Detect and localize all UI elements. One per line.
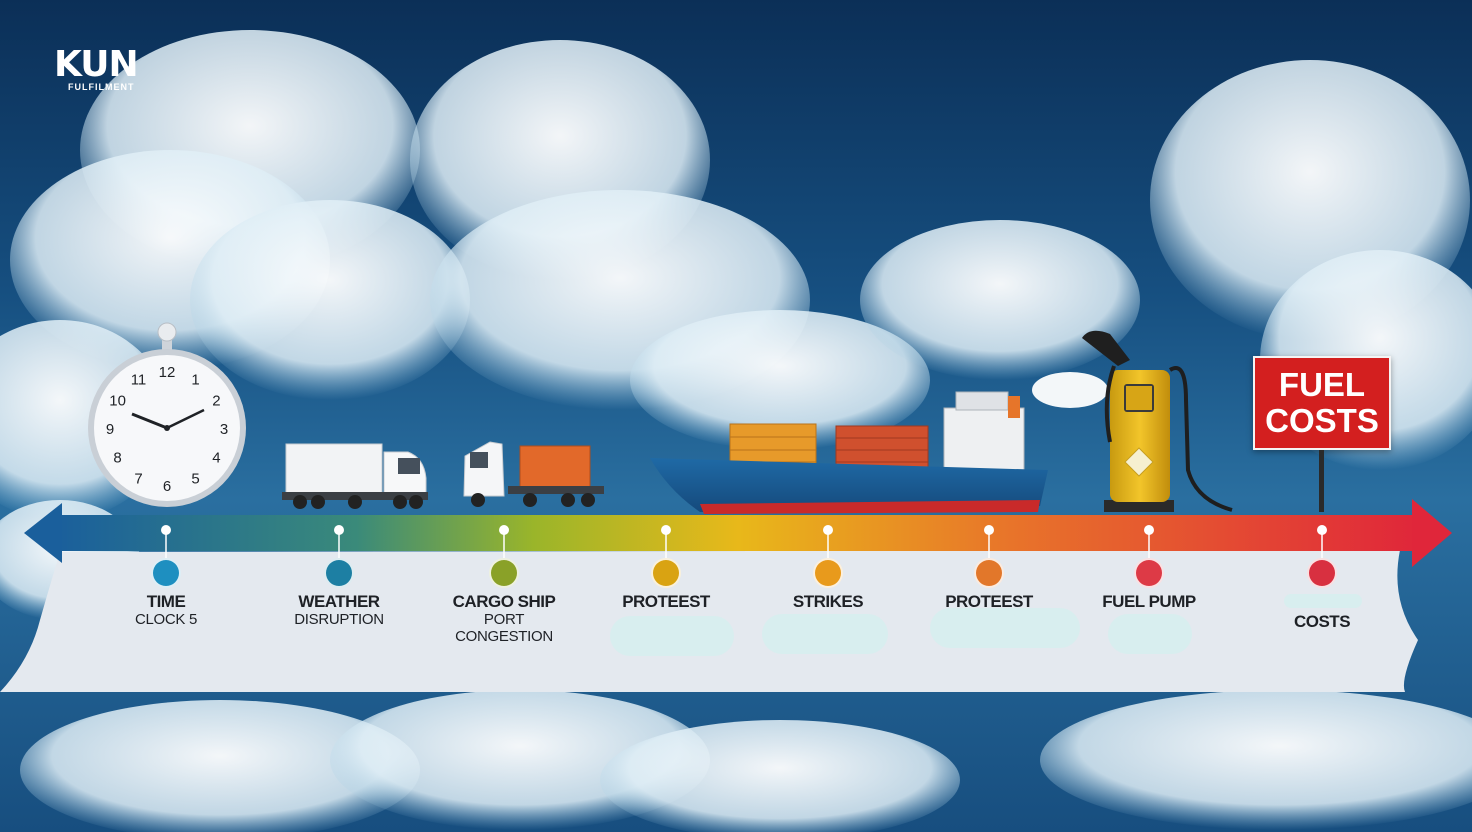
pin-dot [1144, 525, 1154, 535]
logo-subtext: FULFILMENT [68, 82, 135, 92]
truck-right [463, 441, 604, 507]
pin-dot [984, 525, 994, 535]
timeline-label-line1: PROTEEST [945, 592, 1033, 611]
clock-number: 8 [113, 450, 121, 467]
blur-pill [930, 608, 1080, 648]
sign-line2: COSTS [1265, 402, 1379, 439]
clock-number: 4 [212, 450, 220, 467]
timeline-label: STRIKES [792, 592, 864, 611]
blur-pill [762, 614, 888, 654]
timeline-label-line1: TIME [146, 592, 186, 611]
pin-dot [661, 525, 671, 535]
clock-number: 9 [106, 421, 114, 438]
fuel-pump-icon [1134, 558, 1164, 588]
timeline-label-line1: CARGO SHIP [452, 592, 556, 611]
brand-logo: KUN FULFILMENT [54, 44, 139, 93]
logo-text: KUN [54, 44, 139, 85]
clock-number: 5 [191, 470, 199, 487]
blur-pill [610, 616, 734, 656]
blur-pill [1284, 594, 1362, 608]
pin-dot [499, 525, 509, 535]
timeline-label-line1: PROTEEST [622, 592, 710, 611]
timeline-pins [161, 525, 1327, 558]
cloud-icon [324, 558, 354, 588]
clock-number: 3 [220, 421, 228, 438]
truck-left [282, 443, 428, 509]
protest-icon [974, 558, 1004, 588]
timeline-label-line2: CLOCK 5 [134, 611, 198, 628]
clock-number: 11 [131, 372, 147, 389]
pin-dot [1317, 525, 1327, 535]
timeline-label-line3: CONGESTION [455, 628, 553, 645]
clock-number: 2 [212, 393, 220, 410]
ship-icon [489, 558, 519, 588]
timeline-label: COSTS [1293, 612, 1351, 631]
blur-pill [1108, 614, 1192, 654]
pin-dot [161, 525, 171, 535]
timeline-label: FUEL PUMP [1102, 592, 1196, 611]
timeline-label: PROTEEST [945, 592, 1033, 611]
strike-icon [813, 558, 843, 588]
clock-number: 7 [134, 470, 142, 487]
timeline-label-line1: WEATHER [298, 592, 380, 611]
timeline-arrow [24, 499, 1452, 567]
clock-icon [151, 558, 181, 588]
clock-number: 1 [191, 372, 199, 389]
fuel-costs-sign: FUEL COSTS [1253, 356, 1391, 450]
timeline-label-line1: COSTS [1293, 612, 1351, 631]
timeline-label-line1: STRIKES [792, 592, 864, 611]
clock-number: 10 [109, 393, 126, 410]
fuel-pump [1082, 330, 1233, 512]
pin-dot [823, 525, 833, 535]
fist-icon [651, 558, 681, 588]
money-icon [1307, 558, 1337, 588]
sign-line1: FUEL [1278, 366, 1366, 403]
clock-number: 12 [159, 364, 176, 381]
timeline-label-line2: DISRUPTION [294, 611, 384, 628]
stopwatch [88, 322, 246, 507]
timeline-label-line1: FUEL PUMP [1102, 592, 1196, 611]
timeline-label-line2: PORT [483, 611, 525, 628]
timeline-label: PROTEEST [622, 592, 710, 611]
sign-post [1319, 450, 1324, 512]
pin-dot [334, 525, 344, 535]
clock-number: 6 [163, 478, 171, 495]
cargo-ship [650, 391, 1048, 514]
